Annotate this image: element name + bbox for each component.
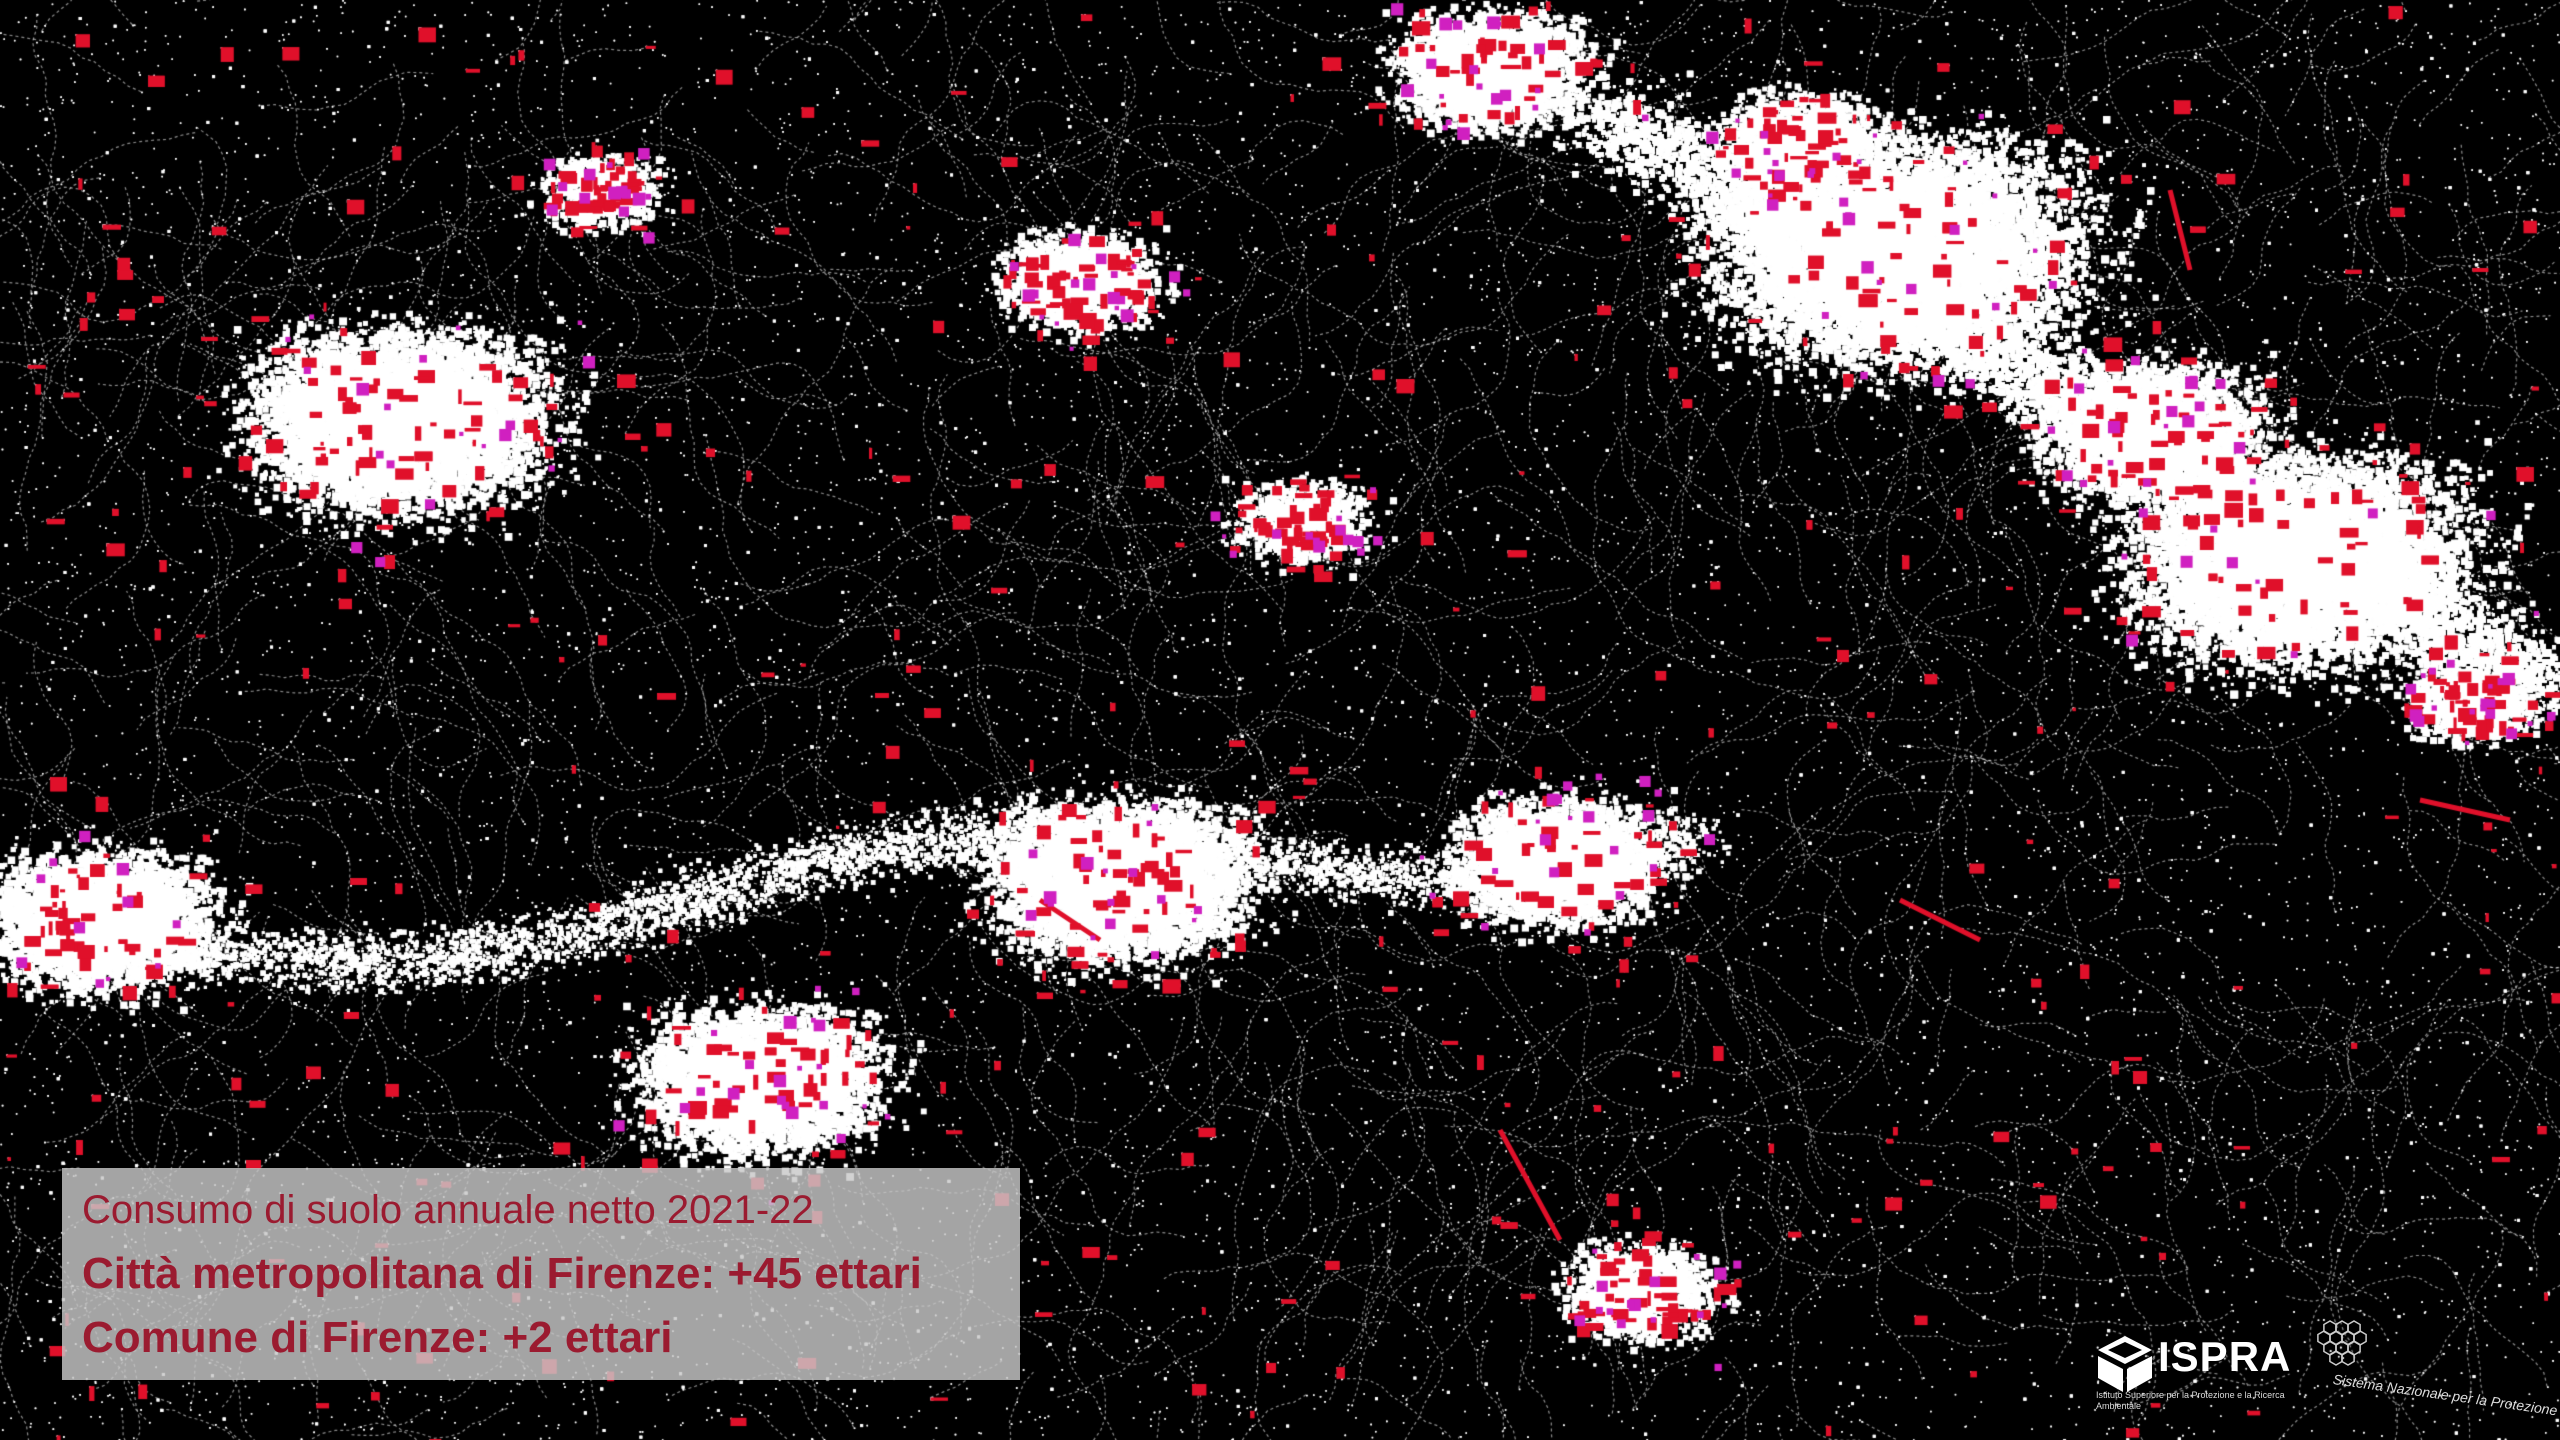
snpa-hexagon xyxy=(2323,1340,2337,1356)
ispra-logo-icon xyxy=(2098,1336,2152,1392)
snpa-hexagon xyxy=(2317,1330,2331,1346)
snpa-hexagon xyxy=(2323,1320,2337,1336)
snpa-hexagon xyxy=(2335,1340,2349,1356)
snpa-hexagon xyxy=(2329,1350,2343,1366)
ispra-subtitle: Istituto Superiore per la Protezione e l… xyxy=(2096,1390,2285,1411)
snpa-hexagon xyxy=(2341,1330,2355,1346)
ispra-logo: ISPRA Istituto Superiore per la Protezio… xyxy=(2096,1330,2296,1411)
legend-box: Consumo di suolo annuale netto 2021-22 C… xyxy=(62,1168,1020,1380)
snpa-logo: Sistema Nazionale per la Protezione dell… xyxy=(2310,1318,2560,1431)
legend-city-value: Città metropolitana di Firenze: +45 etta… xyxy=(82,1249,922,1298)
legend-comune-value: Comune di Firenze: +2 ettari xyxy=(82,1313,673,1362)
snpa-hexagon xyxy=(2341,1350,2355,1366)
snpa-hexagon xyxy=(2353,1330,2367,1346)
snpa-hexagon xyxy=(2347,1340,2361,1356)
snpa-hexagon-icon xyxy=(2317,1320,2367,1366)
snpa-hexagon xyxy=(2347,1320,2361,1336)
snpa-hexagon xyxy=(2329,1330,2343,1346)
snpa-hexagon xyxy=(2335,1320,2349,1336)
legend-title: Consumo di suolo annuale netto 2021-22 xyxy=(82,1188,814,1232)
ispra-name: ISPRA xyxy=(2158,1333,2292,1380)
